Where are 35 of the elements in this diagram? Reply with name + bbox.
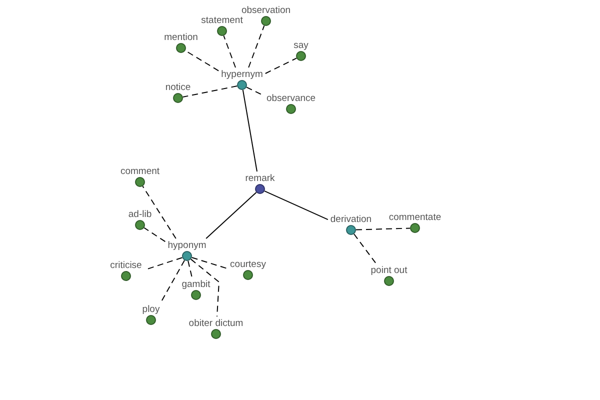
node-label: observation [240, 5, 292, 16]
node-label: hypernym [220, 69, 264, 80]
node-label: statement [200, 15, 244, 26]
dashed-link-line [248, 25, 265, 68]
dashed-link-line [264, 58, 297, 74]
node-label: notice [164, 82, 192, 93]
node-label: comment [119, 166, 161, 177]
dashed-link-line [188, 260, 192, 278]
node-label: criticise [109, 260, 143, 271]
node-label: hyponym [166, 240, 208, 251]
dashed-link-line [160, 260, 185, 303]
dashed-link-line [144, 227, 166, 242]
dashed-link-line [184, 50, 220, 72]
node-label: derivation [329, 214, 373, 225]
link-line [264, 190, 328, 220]
dashed-link-line [142, 186, 176, 239]
dashed-link-line [356, 228, 410, 230]
node-label: observance [265, 93, 317, 104]
node-label: gambit [180, 279, 212, 290]
link-line [242, 89, 258, 172]
dashed-link-line [182, 86, 238, 98]
dashed-link-line [191, 257, 228, 270]
node-label: obiter dictum [188, 318, 244, 329]
node-label: ploy [141, 304, 161, 315]
node-label: mention [163, 32, 199, 43]
link-line [206, 192, 257, 239]
dashed-link-line [190, 258, 220, 317]
node-label: remark [244, 173, 276, 184]
node-label: point out [370, 265, 408, 276]
dashed-link-line [354, 234, 376, 264]
node-label: commentate [388, 212, 442, 223]
dashed-link-line [223, 35, 236, 68]
node-label: courtesy [229, 259, 267, 270]
node-label: say [292, 40, 310, 51]
node-label: ad-lib [127, 209, 153, 220]
